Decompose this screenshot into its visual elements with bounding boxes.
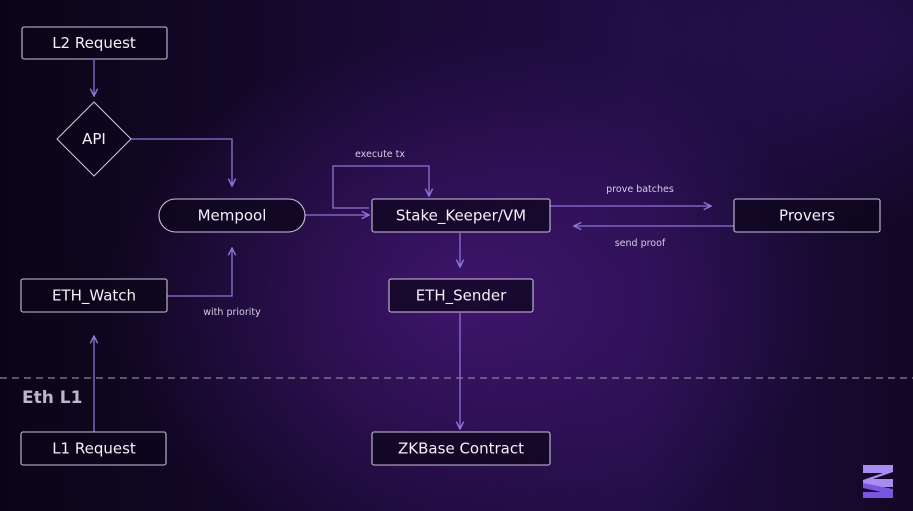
node-api[interactable]: API	[56, 101, 132, 177]
edge-labels: execute tx prove batches send proof with…	[203, 149, 674, 318]
label-send-proof: send proof	[615, 238, 666, 249]
zone-label-eth-l1: Eth L1	[22, 388, 82, 408]
node-api-label: API	[82, 130, 106, 148]
node-eth-watch[interactable]: ETH_Watch	[20, 278, 168, 313]
zkbase-logo-icon	[863, 465, 893, 498]
node-stake-keeper-vm-label: Stake_Keeper/VM	[396, 207, 526, 226]
edge-eth-watch-to-mempool	[167, 248, 232, 297]
edge-api-to-mempool	[131, 138, 232, 186]
node-l2-request[interactable]: L2 Request	[21, 26, 168, 60]
node-zkbase-contract-label: ZKBase Contract	[398, 440, 524, 458]
node-provers-label: Provers	[779, 207, 835, 225]
node-stake-keeper-vm[interactable]: Stake_Keeper/VM	[371, 198, 551, 233]
label-with-priority: with priority	[203, 307, 261, 318]
node-zkbase-contract[interactable]: ZKBase Contract	[371, 431, 551, 466]
node-eth-sender-label: ETH_Sender	[416, 287, 507, 306]
node-l2-request-label: L2 Request	[52, 34, 136, 52]
label-prove-batches: prove batches	[606, 184, 674, 195]
node-mempool[interactable]: Mempool	[158, 198, 306, 233]
node-provers[interactable]: Provers	[733, 198, 881, 233]
edges	[94, 60, 734, 432]
node-eth-watch-label: ETH_Watch	[52, 287, 136, 306]
node-l1-request-label: L1 Request	[52, 440, 136, 458]
node-mempool-label: Mempool	[198, 207, 267, 225]
node-eth-sender[interactable]: ETH_Sender	[388, 278, 534, 313]
edge-execute-tx-loop	[332, 165, 429, 209]
node-l1-request[interactable]: L1 Request	[20, 431, 167, 466]
label-execute-tx: execute tx	[355, 149, 405, 160]
